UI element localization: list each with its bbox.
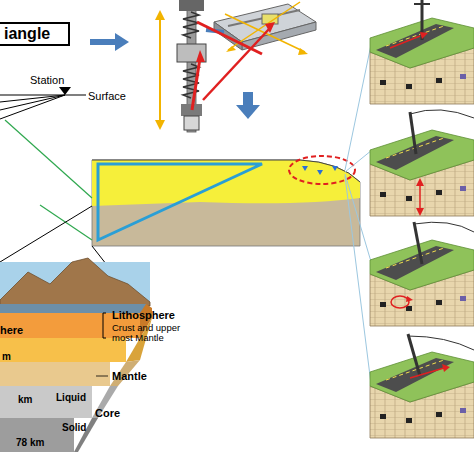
seismometer-illustration: [196, 50, 205, 62]
layer-label: Core: [95, 407, 120, 419]
seismometer-illustration: [203, 28, 270, 100]
wave-blocks: [410, 368, 444, 378]
blue-arrow: [90, 33, 129, 51]
wave-blocks: [390, 36, 420, 48]
blue-arrow: [115, 33, 129, 51]
wave-blocks: [419, 184, 421, 210]
cross-section: [92, 160, 360, 246]
cross-section: [98, 164, 262, 240]
wave-blocks: [416, 208, 424, 216]
ray-diagram: [0, 95, 65, 119]
wave-blocks: [416, 178, 424, 186]
seismometer-illustration: [155, 120, 165, 130]
cross-section: [92, 156, 360, 246]
earth-layers: [0, 362, 110, 386]
layer-label: Surface: [88, 90, 126, 102]
wave-blocks: [414, 222, 474, 232]
seismometer-illustration: [177, 44, 206, 62]
layer-label: Liquid: [56, 392, 86, 403]
cross-section: [302, 166, 308, 171]
seismometer-illustration: [226, 46, 236, 52]
ray-diagram: [0, 87, 86, 119]
seismometer-illustration: [197, 22, 262, 54]
layer-label: 78 km: [16, 437, 44, 448]
seismometer-illustration: [184, 116, 199, 130]
layer-label: Mantle: [112, 370, 147, 382]
box-title: iangle: [4, 25, 50, 43]
seismometer-illustration: [228, 10, 300, 26]
leader-lines: [5, 120, 92, 198]
wave-blocks: [410, 110, 474, 118]
seismometer-illustration: [155, 10, 165, 20]
cross-section: [317, 170, 323, 175]
seismometer-illustration: [159, 18, 161, 122]
ray-diagram: [59, 87, 71, 95]
layer-label: Solid: [62, 422, 86, 433]
seismometer-illustration: [183, 12, 199, 38]
layer-label: m: [2, 351, 11, 362]
seismometer-illustration: [243, 92, 253, 106]
earth-layers: [0, 258, 150, 306]
layer-label: Crust and upper most Mantle: [112, 323, 194, 344]
wave-blocks: [414, 222, 422, 264]
seismometer-illustration: [155, 0, 316, 132]
wave-blocks: [370, 222, 474, 326]
wave-blocks: [442, 364, 450, 372]
layer-label: Lithosphere: [112, 309, 175, 321]
wave-blocks: [410, 112, 416, 154]
earth-layers: [0, 338, 126, 362]
leader-lines: [345, 176, 372, 392]
leader-lines: [0, 40, 372, 392]
wave-blocks: [370, 110, 474, 216]
leader-lines: [345, 150, 372, 172]
layer-label: here: [0, 324, 23, 336]
earth-layers: [0, 258, 152, 452]
wave-blocks: [370, 334, 474, 438]
seismometer-illustration: [298, 48, 308, 55]
wave-blocks: [391, 296, 409, 308]
seismometer-illustration: [236, 105, 260, 119]
wave-blocks: [420, 32, 428, 39]
ray-diagram: [0, 95, 65, 110]
seismometer-illustration: [179, 0, 204, 11]
leader-lines: [0, 206, 92, 262]
wave-blocks: [370, 240, 474, 326]
wave-blocks: [370, 0, 474, 438]
leader-lines: [345, 174, 372, 265]
leader-lines: [345, 40, 372, 170]
earth-layers: [0, 386, 92, 418]
earth-layers: [96, 376, 108, 377]
ray-diagram: [0, 94, 86, 95]
wave-blocks: [406, 296, 413, 302]
cross-section: [332, 166, 338, 171]
wave-blocks: [414, 3, 430, 5]
wave-blocks: [408, 336, 474, 350]
layer-label: Station: [30, 74, 64, 86]
earth-layers: [103, 313, 106, 338]
seismometer-illustration: [192, 58, 200, 110]
seismometer-illustration: [265, 22, 275, 33]
wave-blocks: [370, 130, 474, 216]
blue-arrow: [90, 39, 116, 45]
title-box: iangle: [0, 22, 70, 46]
wave-blocks: [370, 0, 474, 104]
layer-label: km: [18, 394, 32, 405]
wave-blocks: [370, 352, 474, 438]
wave-blocks: [408, 334, 420, 376]
